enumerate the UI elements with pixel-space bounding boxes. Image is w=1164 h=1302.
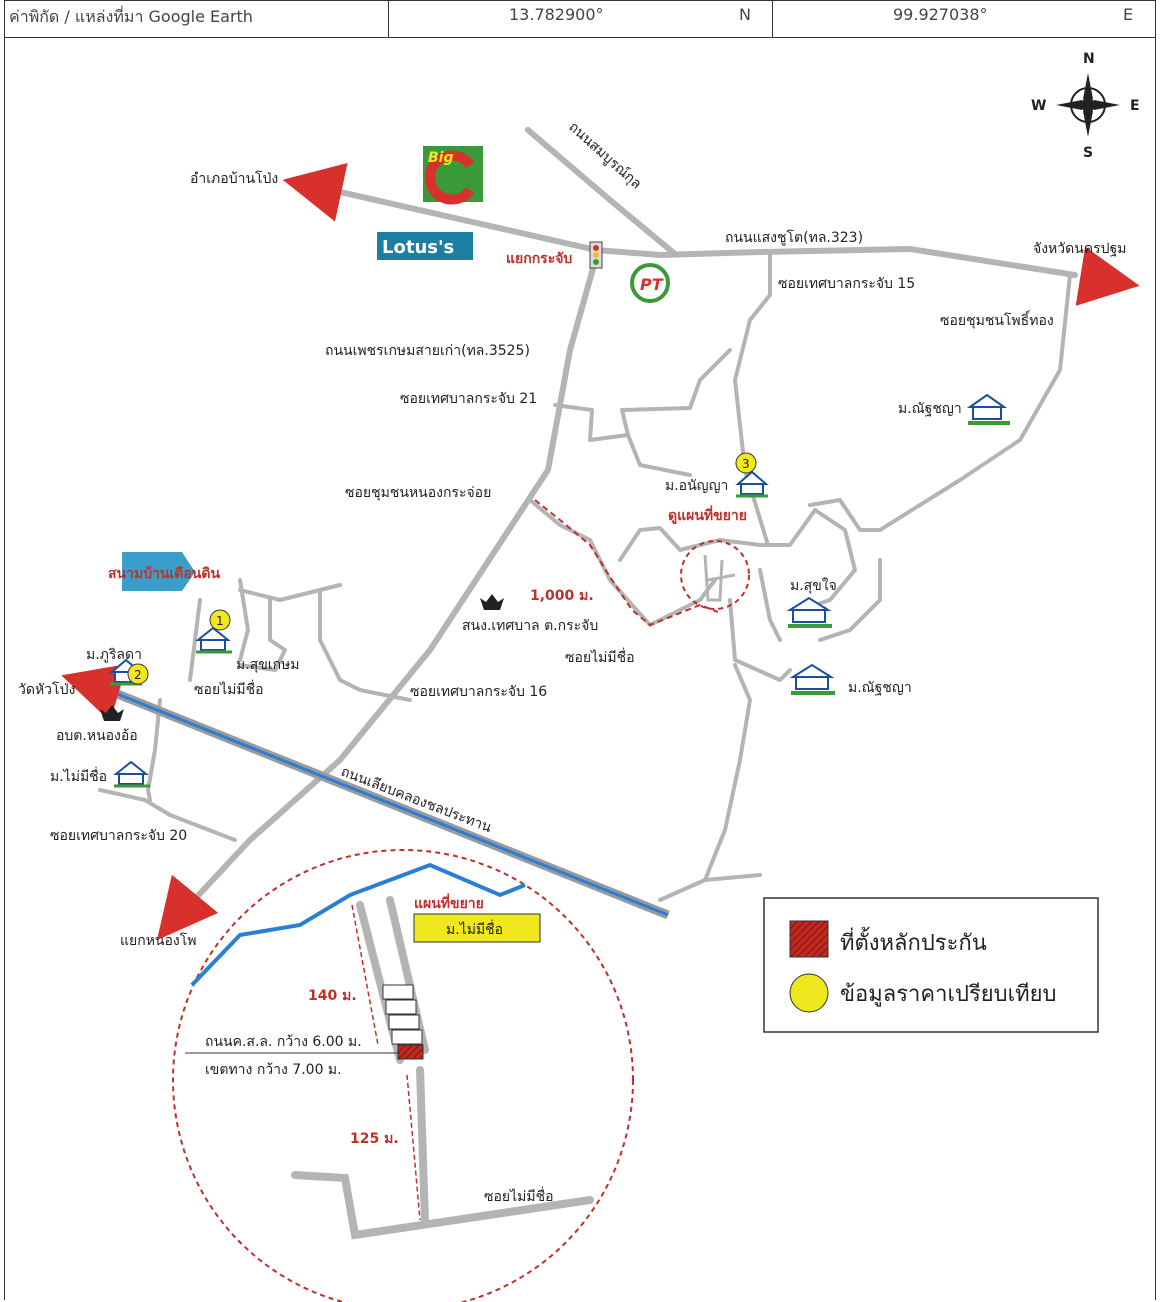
label-wat-hua-pong: วัดหัวโป่ง (18, 681, 75, 698)
latitude-value: 13.782900° (509, 5, 604, 24)
label-sombunkul: ถนนสมบูรณ์กุล (565, 118, 645, 192)
arrow-nakhon-pathom (1075, 246, 1140, 306)
compass-rose: N S E W (1031, 51, 1140, 161)
label-phetkasem-old: ถนนเพชรเกษมสายเก่า(ทล.3525) (325, 343, 530, 359)
direction-arrows (61, 162, 1140, 941)
traffic-light-icon (589, 241, 603, 269)
legend-collateral-label: ที่ตั้งหลักประกัน (840, 927, 987, 956)
label-sno-krachap: สนง.เทศบาล ต.กระจับ (462, 618, 598, 634)
label-soi20: ซอยเทศบาลกระจับ 20 (50, 828, 187, 844)
label-m-chatchaya-ne: ม.ณัฐชญา (898, 401, 962, 417)
compass-s: S (1083, 145, 1093, 161)
inset-distance-140: 140 ม. (308, 988, 357, 1004)
inset-title: แผนที่ขยาย (414, 893, 484, 912)
label-soi16: ซอยเทศบาลกระจับ 16 (410, 684, 547, 700)
label-soi-no-name-west: ซอยไม่มีชื่อ (194, 680, 264, 698)
marker-3-label: 3 (742, 457, 750, 471)
pt-text: PT (640, 275, 664, 294)
legend: ที่ตั้งหลักประกัน ข้อมูลราคาเปรียบเทียบ (763, 897, 1099, 1033)
inset-distance-125: 125 ม. (350, 1131, 399, 1147)
label-nong-pho-junction: แยกหนองโพ (120, 932, 197, 949)
label-soi-pho-thong: ซอยชุมชนโพธิ์ทอง (940, 310, 1054, 329)
route-1000m (534, 499, 719, 627)
legend-comparable-swatch (789, 973, 829, 1013)
road-soi-pho-thong (808, 273, 1072, 532)
label-m-phurilada: ม.ภูริลดา (86, 647, 142, 663)
road-network (98, 127, 1078, 1062)
road-phetkasem-old (177, 262, 597, 918)
inset-soi-no-name: ซอยไม่มีชื่อ (484, 1187, 554, 1205)
inset-row-width: เขตทาง กว้าง 7.00 ม. (205, 1062, 342, 1078)
inset-village-label: ม.ไม่มีชื่อ (446, 920, 503, 938)
stadium: สนามบ้านเดือนดิน (108, 552, 220, 591)
label-m-sukjai: ม.สุขใจ (790, 577, 837, 594)
label-krachap-junction: แยกกระจับ (506, 251, 572, 267)
road-soi20 (98, 788, 237, 842)
legend-collateral-swatch (789, 920, 829, 958)
government-emblem-icon (480, 594, 504, 610)
compass-e: E (1130, 98, 1140, 114)
coordinate-bar: ค่าพิกัด / แหล่งที่มา Google Earth 13.78… (4, 0, 1156, 38)
label-m-sukkasem: ม.สุขเกษม (236, 657, 300, 673)
compass-n: N (1083, 51, 1095, 67)
inset-collateral-plot (397, 1044, 424, 1060)
inset-map: ม.ไม่มีชื่อ แผนที่ขยาย 140 ม. 125 ม. ถนน… (172, 849, 634, 1302)
label-distance-1000: 1,000 ม. (530, 588, 594, 604)
latitude-cell: 13.782900° N (389, 1, 773, 37)
longitude-cell: 99.927038° E (773, 1, 1155, 37)
road-soi15 (733, 250, 772, 547)
label-m-mai-mee-chue: ม.ไม่มีชื่อ (50, 767, 107, 785)
label-canal-road: ถนนเลียบคลองชลประทาน (339, 764, 494, 836)
coord-source-label: ค่าพิกัด / แหล่งที่มา Google Earth (9, 7, 253, 26)
inset-village-box (413, 913, 541, 943)
bigc-text: Big (428, 150, 454, 166)
label-soi-no-name-mid: ซอยไม่มีชื่อ (565, 648, 635, 666)
label-saengchuto: ถนนแสงชูโต(ทล.323) (725, 229, 863, 246)
inset-road-width: ถนนค.ส.ล. กว้าง 6.00 ม. (205, 1034, 362, 1050)
marker-1-label: 1 (216, 614, 224, 628)
pt-logo: PT (630, 263, 670, 303)
comparable-marker-3: 3 (735, 452, 757, 474)
road-soi16 (238, 583, 342, 602)
label-soi15: ซอยเทศบาลกระจับ 15 (778, 276, 915, 292)
road-soi21 (553, 348, 732, 442)
lotus-text: Lotus's (382, 237, 454, 258)
latitude-direction: N (739, 5, 751, 24)
comparable-marker-2: 2 (127, 663, 149, 685)
arrow-ban-pong (282, 162, 348, 222)
label-m-chatchaya-se: ม.ณัฐชญา (848, 680, 912, 696)
road-sombunkul (525, 127, 678, 257)
legend-comparable-label: ข้อมูลราคาเปรียบเทียบ (840, 982, 1057, 1007)
inset-reference-circle (680, 540, 750, 610)
bigc-logo: Big (423, 146, 483, 205)
compass-w: W (1031, 98, 1046, 114)
label-nakhon-pathom: จังหวัดนครปฐม (1033, 241, 1127, 257)
longitude-direction: E (1123, 5, 1134, 24)
inset-circle (172, 849, 634, 1302)
lotus-logo: Lotus's (377, 232, 473, 260)
arrow-wat-hua-pong (61, 663, 128, 722)
government-emblem-icon (100, 705, 124, 721)
map-frame (4, 38, 1156, 1300)
canal-road (98, 682, 670, 920)
stadium-label: สนามบ้านเดือนดิน (108, 566, 220, 582)
coord-source-cell: ค่าพิกัด / แหล่งที่มา Google Earth (5, 1, 389, 37)
label-obt-nong-o: อบต.หนองอ้อ (56, 728, 138, 744)
road-saengchuto (315, 184, 1078, 278)
marker-2-label: 2 (134, 668, 142, 682)
longitude-value: 99.927038° (893, 5, 988, 24)
inset-canal (190, 862, 526, 987)
comparable-marker-1: 1 (209, 609, 231, 631)
label-m-anunya: ม.อนัญญา (665, 478, 728, 494)
label-soi21: ซอยเทศบาลกระจับ 21 (400, 391, 537, 407)
label-ban-pong: อำเภอบ้านโป่ง (190, 170, 278, 187)
arrow-nong-pho (156, 874, 219, 941)
label-see-inset: ดูแผนที่ขยาย (668, 505, 747, 524)
label-soi-nong-krachoi: ซอยชุมชนหนองกระจ่อย (345, 485, 491, 501)
